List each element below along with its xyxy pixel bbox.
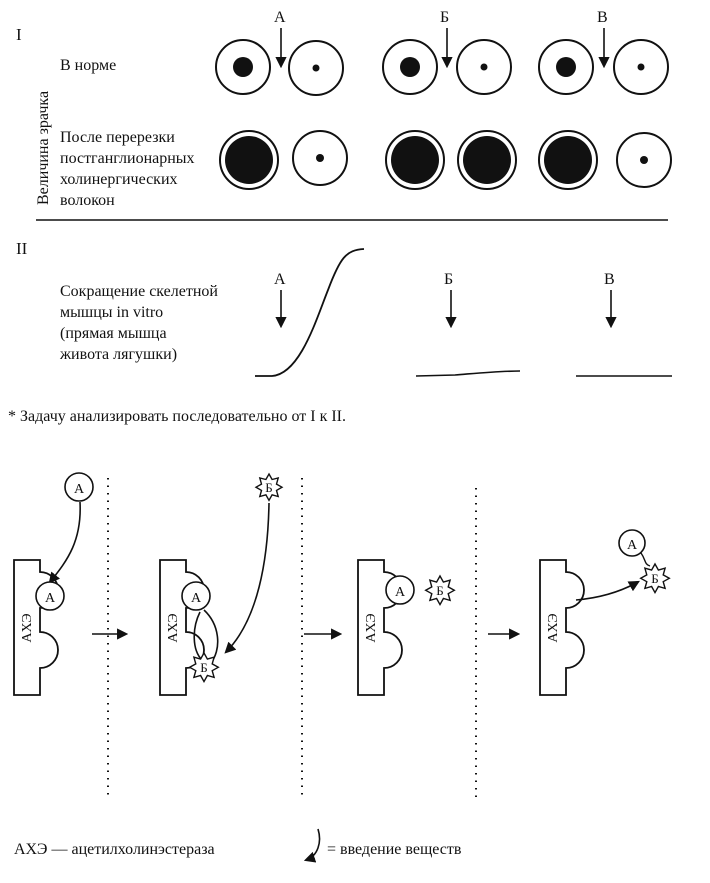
pupil-cut-b-before xyxy=(385,130,445,190)
pupil-norm-v-before xyxy=(538,39,594,95)
ache-label: АХЭ xyxy=(546,613,561,642)
marker-a: А xyxy=(274,9,286,26)
bond-link xyxy=(640,552,651,567)
pupil-norm-b-after xyxy=(456,39,512,95)
row-cut-label-line: постганглионарных xyxy=(60,150,195,167)
pupil-cut-a-after xyxy=(292,130,348,186)
row-cut-label-line: волокон xyxy=(60,192,115,209)
muscle-label-line: мышцы in vitro xyxy=(60,304,163,321)
molecule-b-bound xyxy=(188,651,220,684)
molecule-b-bound-label: Б xyxy=(200,660,207,675)
ache-enzyme xyxy=(539,559,585,696)
marker-b: Б xyxy=(440,9,449,26)
molecule-b-bound-label: Б xyxy=(436,583,443,598)
legend-arrow-definition: = введение веществ xyxy=(327,841,462,858)
contraction-curve-a xyxy=(255,248,365,377)
injection-arrow xyxy=(48,501,81,584)
footnote: * Задачу анализировать последовательно о… xyxy=(8,408,346,425)
pupil-row-cut xyxy=(219,130,672,190)
marker-a: А xyxy=(274,271,286,288)
muscle-label-line: (прямая мышца xyxy=(60,325,167,342)
ache-label: АХЭ xyxy=(364,613,379,642)
row-cut-label-line: После перерезки xyxy=(60,129,175,146)
pupil-size-axis-label: Величина зрачка xyxy=(35,91,52,205)
molecule-a-label: А xyxy=(627,538,638,553)
pupil-norm-a-before xyxy=(215,39,271,95)
panel-1: АХЭ А А xyxy=(13,472,94,696)
row-cut-label: После перерезки постганглионарных холине… xyxy=(60,129,195,209)
muscle-label-line: Сокращение скелетной xyxy=(60,283,218,300)
injection-arrow xyxy=(224,502,270,654)
pupil-cut-a-before xyxy=(219,130,279,190)
pupil-cut-b-after xyxy=(457,130,517,190)
ache-label: АХЭ xyxy=(166,613,181,642)
molecule-b xyxy=(254,472,284,502)
molecule-b-bound xyxy=(424,574,456,607)
panel-4: АХЭ А Б xyxy=(539,529,671,696)
molecule-a xyxy=(64,472,94,502)
pupil-cut-v-before xyxy=(538,130,598,190)
marker-v: В xyxy=(604,271,615,288)
molecule-a-bound xyxy=(181,581,211,611)
molecule-a-bound-label: А xyxy=(395,585,406,600)
molecule-a-label: А xyxy=(74,482,85,497)
panel-3: АХЭ А Б xyxy=(357,559,456,696)
section-one-numeral: I xyxy=(16,25,22,44)
muscle-contraction-label: Сокращение скелетной мышцы in vitro (пря… xyxy=(59,283,218,363)
ache-label: АХЭ xyxy=(20,613,35,642)
panel-2: АХЭ А Б Б xyxy=(159,472,284,696)
section-two-numeral: II xyxy=(16,239,28,258)
release-arrow xyxy=(575,580,640,601)
pupil-cut-v-after xyxy=(616,132,672,188)
molecule-a-bound-label: А xyxy=(45,591,56,606)
marker-b: Б xyxy=(444,271,453,288)
molecule-b-label: Б xyxy=(651,571,658,586)
pupil-norm-a-after xyxy=(288,40,344,96)
separator-lines xyxy=(107,478,477,800)
legend-enzyme-definition: АХЭ — ацетилхолинэстераза xyxy=(14,841,215,858)
row-cut-label-line: холинергических xyxy=(60,171,178,188)
pupil-norm-v-after xyxy=(613,39,669,95)
molecule-b xyxy=(639,562,671,595)
molecule-a-bound xyxy=(35,581,65,611)
pupil-norm-b-before xyxy=(382,39,438,95)
muscle-label-line: живота лягушки) xyxy=(59,346,177,363)
pupil-row-norm xyxy=(215,39,669,96)
molecule-a-bound xyxy=(385,575,415,605)
molecule-a-bound-label: А xyxy=(191,591,202,606)
molecule-b-label: Б xyxy=(265,480,272,495)
legend-arrow-icon xyxy=(303,828,321,863)
contraction-curve-b xyxy=(415,370,521,377)
molecule-a xyxy=(618,529,646,557)
marker-v: В xyxy=(597,9,608,26)
row-norm-label: В норме xyxy=(60,57,116,74)
